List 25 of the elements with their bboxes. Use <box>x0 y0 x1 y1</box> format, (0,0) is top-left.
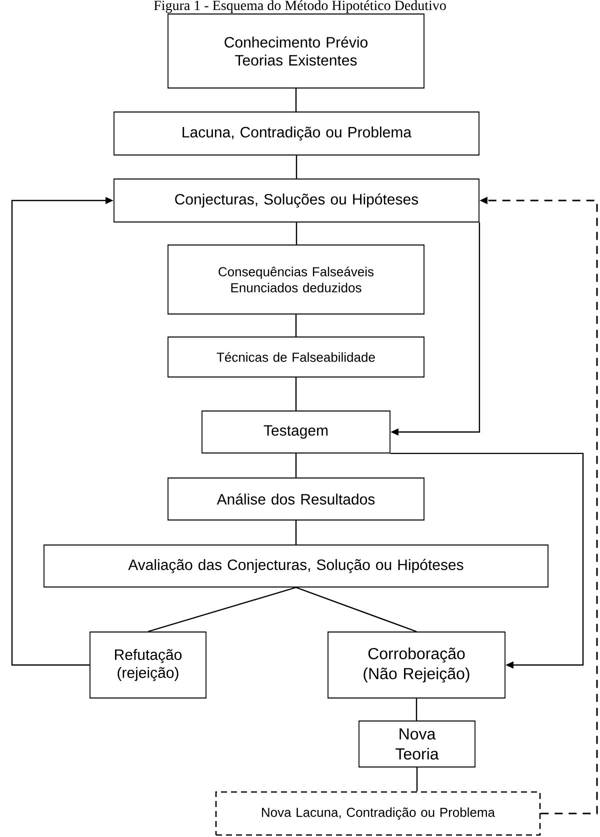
arrow <box>390 452 584 669</box>
connector-line <box>416 767 418 792</box>
connector-line <box>148 586 296 632</box>
process-box: Consequências Falseáveis Enunciados deduzidos <box>168 244 424 314</box>
process-box: Técnicas de Falseabilidade <box>168 336 424 378</box>
connector-line <box>295 453 297 478</box>
process-box: Refutação (rejeição) <box>90 632 206 698</box>
connector-line <box>296 155 298 179</box>
process-box: Análise dos Resultados <box>168 478 424 520</box>
connector-line <box>295 314 297 337</box>
connector-line <box>295 520 297 545</box>
connector-line <box>295 88 297 112</box>
process-box: Conjecturas, Soluções ou Hipóteses <box>114 178 480 222</box>
process-box: Avaliação das Conjecturas, Solução ou Hipóteses <box>44 544 548 588</box>
process-box: Lacuna, Contradição ou Problema <box>114 112 480 156</box>
connector-line <box>416 698 418 721</box>
dashed-box: Nova Lacuna, Contradição ou Problema <box>215 791 541 836</box>
process-box: Corroboração (Não Rejeição) <box>328 632 506 698</box>
connector-line <box>296 222 298 245</box>
process-box: Testagem <box>202 410 390 454</box>
process-box: Conhecimento Prévio Teorias Existentes <box>168 14 424 88</box>
process-box: Nova Teoria <box>358 720 476 768</box>
connector-line <box>295 377 297 411</box>
connector-line <box>296 586 417 632</box>
figure-title: Figura 1 - Esquema do Método Hipotético Dedutivo <box>154 0 446 14</box>
